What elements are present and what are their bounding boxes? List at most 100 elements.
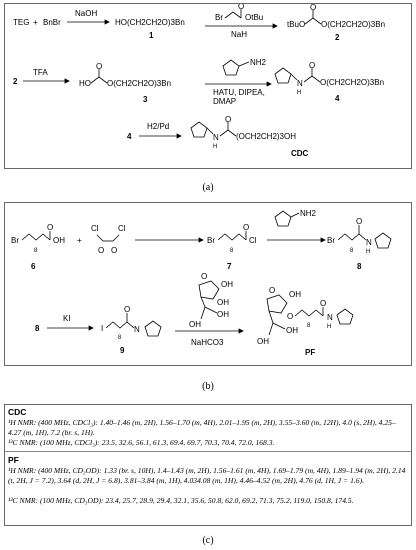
pf-oh2: OH bbox=[286, 326, 298, 335]
arrowhead-2 bbox=[272, 23, 278, 29]
compound-3-number: 3 bbox=[143, 95, 148, 104]
compound-2-o: O bbox=[310, 4, 316, 12]
cyclopentyl-ring bbox=[222, 59, 240, 76]
pf-o-top: O bbox=[269, 286, 275, 295]
c8-br: Br bbox=[327, 236, 335, 245]
compound-4-o: O bbox=[309, 61, 315, 70]
cdc-o: O bbox=[225, 115, 231, 124]
reagent-chain bbox=[224, 11, 242, 19]
ascorbic-side1 bbox=[200, 296, 206, 308]
c7-number: 7 bbox=[227, 262, 232, 271]
ascorbic-ring bbox=[198, 280, 220, 300]
reagent-br: Br bbox=[215, 13, 223, 22]
ascorbic-side3 bbox=[200, 306, 206, 320]
pf-side1 bbox=[268, 310, 274, 324]
compound-2-chain bbox=[304, 17, 322, 25]
oxalyl-b1 bbox=[96, 234, 104, 242]
reagent-o: O bbox=[238, 4, 244, 11]
cdc-chain bbox=[219, 129, 237, 137]
c9-o: O bbox=[124, 305, 130, 314]
compound-4-tail: O(CH2CH2O)3Bn bbox=[320, 78, 384, 87]
pf-label: PF bbox=[305, 348, 315, 357]
bnbr-label: BnBr bbox=[43, 18, 61, 27]
pf-nmr-title: PF bbox=[8, 455, 19, 465]
compound-4-ring bbox=[274, 67, 292, 84]
compound-3-tail: O(CH2CH2O)3Bn bbox=[107, 79, 171, 88]
pf-n: N bbox=[327, 313, 333, 322]
scheme-a-svg: TEG + BnBr NaOH HO(CH2CH2O)3Bn 1 Br O Ot… bbox=[13, 2, 385, 158]
c6-o: O bbox=[47, 223, 53, 232]
row3-start: 4 bbox=[127, 132, 132, 141]
oxalyl-b3 bbox=[112, 234, 120, 242]
c8-sub: 8 bbox=[350, 248, 354, 254]
pf-oh1: OH bbox=[289, 290, 301, 299]
c6-chain bbox=[21, 233, 51, 241]
reagents-line-1: HATU, DIPEA, bbox=[213, 88, 265, 97]
c7-sub: 8 bbox=[230, 248, 234, 254]
teg-label: TEG bbox=[13, 18, 29, 27]
pf-o-link: O bbox=[287, 312, 293, 321]
b-amine-bond bbox=[290, 212, 300, 218]
ascorbic-o-top: O bbox=[201, 272, 207, 281]
reagent-otbu: OtBu bbox=[245, 13, 263, 22]
c9-nh: N bbox=[134, 325, 140, 334]
amine-nh2: NH2 bbox=[250, 58, 267, 67]
compound-2-tbuo: tBuO bbox=[287, 20, 305, 29]
pf-o-carbonyl: O bbox=[320, 299, 326, 308]
c7-br: Br bbox=[207, 236, 215, 245]
arrowhead-b3 bbox=[88, 325, 94, 331]
arrowhead-b4 bbox=[238, 328, 244, 334]
b-amine-nh2: NH2 bbox=[300, 209, 317, 218]
reagents-line-2: DMAP bbox=[213, 97, 236, 106]
tfa-reagent: TFA bbox=[33, 68, 48, 77]
ascorbic-oh1: OH bbox=[221, 280, 233, 289]
c8-number: 8 bbox=[357, 262, 362, 271]
compound-1-formula: HO(CH2CH2O)3Bn bbox=[115, 18, 185, 27]
c7-cl: Cl bbox=[249, 236, 257, 245]
ascorbic-oh2: OH bbox=[217, 298, 229, 307]
c8-h: H bbox=[366, 249, 370, 255]
compound-4-number: 4 bbox=[335, 94, 340, 103]
compound-2-tail: O(CH2CH2O)3Bn bbox=[321, 20, 385, 29]
cdc-h-nmr: ¹H NMR: (400 MHz, CDCl₃): 1.40–1.46 (m, … bbox=[8, 418, 396, 437]
nah-reagent: NaH bbox=[231, 30, 247, 39]
cdc-h: H bbox=[213, 144, 217, 150]
cdc-nmr-title: CDC bbox=[8, 407, 27, 417]
cdc-c-nmr: ¹³C NMR: (100 MHz, CDCl₃): 23.5, 32.6, 5… bbox=[8, 438, 275, 447]
c6-br: Br bbox=[11, 236, 19, 245]
c9-i: I bbox=[101, 324, 103, 333]
scheme-b-svg: Br O OH 8 6 + Cl Cl O O Br O Cl 8 7 NH2 … bbox=[11, 209, 392, 357]
c6-oh: OH bbox=[53, 236, 65, 245]
caption-a: (a) bbox=[202, 182, 214, 193]
compound-2-number: 2 bbox=[335, 33, 340, 42]
cdc-ring bbox=[190, 121, 208, 138]
c6-sub: 8 bbox=[34, 248, 38, 254]
cdc-tail: (OCH2CH2)3OH bbox=[236, 132, 296, 141]
row2-start: 2 bbox=[13, 77, 18, 86]
ki-reagent: KI bbox=[63, 314, 71, 323]
ascorbic-oh3: OH bbox=[217, 310, 229, 319]
cdc-nbond bbox=[206, 127, 214, 135]
plus-sign: + bbox=[33, 18, 38, 27]
oxalyl-o1: O bbox=[98, 246, 104, 255]
arrowhead-1 bbox=[104, 19, 110, 25]
naoh-reagent: NaOH bbox=[75, 9, 97, 18]
pf-amide-ring bbox=[336, 308, 354, 325]
c6-number: 6 bbox=[31, 262, 36, 271]
h2pd-reagent: H2/Pd bbox=[147, 122, 169, 131]
c8-n: N bbox=[366, 238, 372, 247]
pf-ring bbox=[266, 294, 288, 314]
nmr-panel: CDC ¹H NMR: (400 MHz, CDCl₃): 1.40–1.46 … bbox=[4, 404, 412, 526]
oxalyl-o2: O bbox=[111, 246, 117, 255]
compound-4-h: H bbox=[297, 90, 301, 96]
nahco3-reagent: NaHCO3 bbox=[191, 338, 224, 347]
pf-h-nmr: ¹H NMR: (400 MHz, CD₃OD): 1.33 (br. s, 1… bbox=[8, 466, 406, 485]
pf-c-nmr: ¹³C NMR: (100 MHz, CD₃OD): 23.4, 25.7, 2… bbox=[8, 496, 354, 505]
ascorbic-side2 bbox=[204, 306, 218, 314]
compound-3-ho: HO bbox=[79, 79, 91, 88]
pf-sub: 8 bbox=[307, 323, 311, 329]
compound-1-number: 1 bbox=[149, 31, 154, 40]
ascorbic-oh4: OH bbox=[189, 320, 201, 329]
compound-3-o: O bbox=[96, 62, 102, 71]
nmr-divider bbox=[5, 451, 411, 452]
